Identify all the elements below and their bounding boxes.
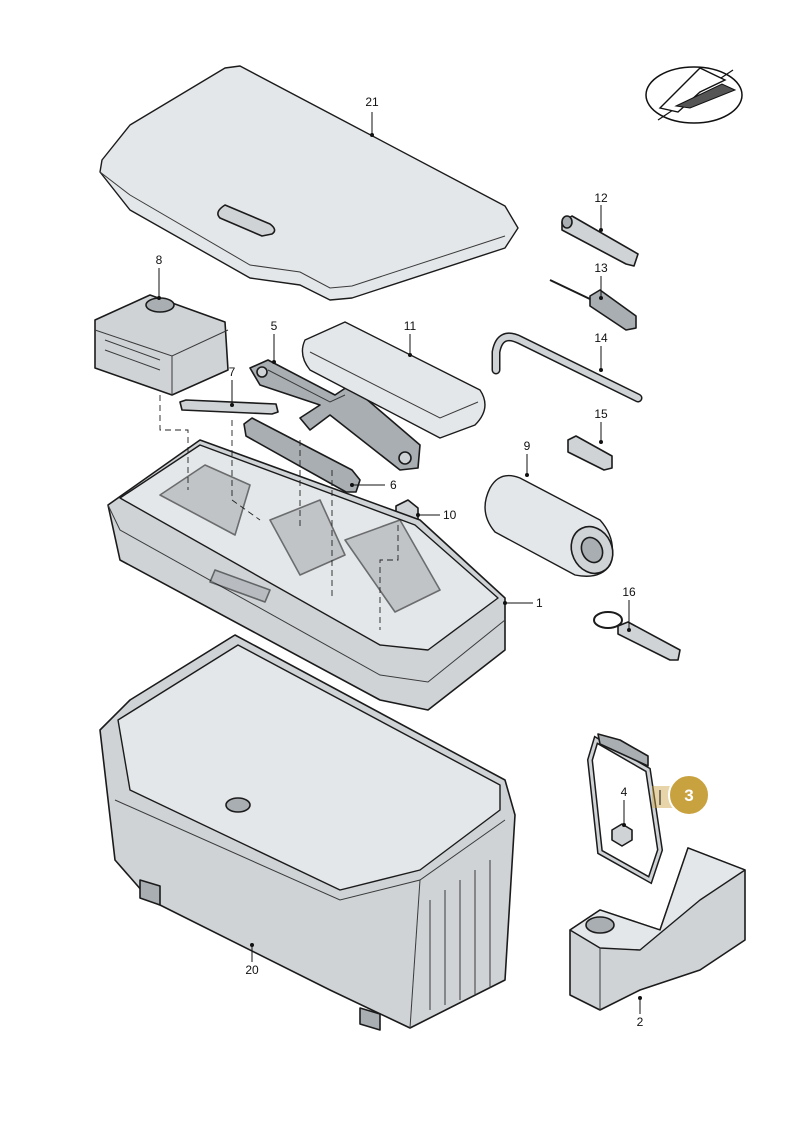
callout-10: 10 (443, 508, 457, 522)
callout-5: 5 (271, 319, 278, 333)
car-jack (249, 359, 421, 471)
highlighted-part-badge[interactable]: 3 (652, 774, 710, 816)
sealant-bottle (484, 474, 614, 577)
floor-cover-panel (99, 65, 519, 301)
callout-20: 20 (245, 963, 259, 977)
callout-13: 13 (594, 261, 608, 275)
assembly-guide-lines (159, 395, 399, 630)
foam-support-block (569, 847, 746, 1011)
callout-leaders (157, 112, 642, 1014)
callout-4: 4 (621, 785, 628, 799)
callout-6: 6 (390, 478, 397, 492)
callout-8: 8 (156, 253, 163, 267)
callout-21: 21 (365, 95, 379, 109)
callout-labels: 21 12 13 8 5 11 14 7 15 6 9 10 1 16 4 20… (156, 95, 644, 1029)
callout-9: 9 (524, 439, 531, 453)
callout-7: 7 (229, 365, 236, 379)
tool-insert-tray (107, 439, 506, 711)
vehicle-orientation-icon (645, 66, 743, 124)
screwdriver (549, 279, 637, 331)
tool-bar (179, 399, 279, 415)
jack-crank-handle (243, 417, 361, 493)
storage-box (99, 634, 516, 1031)
wheel-bolt-tool (561, 215, 639, 267)
wheel-wrench (491, 332, 643, 403)
callout-3: 3 (684, 786, 693, 805)
callout-15: 15 (594, 407, 608, 421)
strap-bracket (586, 733, 664, 885)
retaining-clip (567, 435, 613, 471)
callout-14: 14 (594, 331, 608, 345)
towing-eye (593, 611, 681, 661)
callout-1: 1 (536, 596, 543, 610)
foam-tray (301, 321, 486, 439)
callout-11: 11 (404, 319, 417, 333)
callout-12: 12 (594, 191, 608, 205)
callout-2: 2 (637, 1015, 644, 1029)
callout-16: 16 (622, 585, 636, 599)
tire-compressor (94, 294, 229, 396)
badge-circle (668, 774, 710, 816)
